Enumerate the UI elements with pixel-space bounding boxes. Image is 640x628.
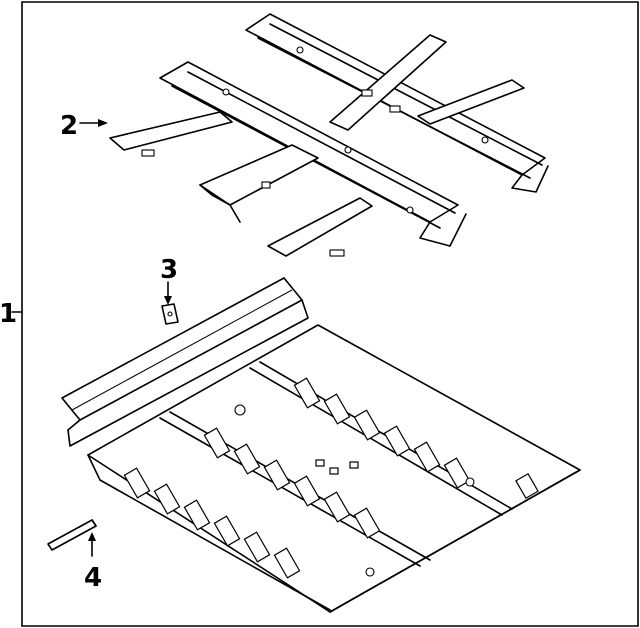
floor-pan-slots [123,377,539,579]
callout-2: 2 [60,111,78,141]
floor-side-sill [61,277,309,447]
callout-4: 4 [84,563,102,593]
callout-leaders [79,119,172,557]
clip-nut [161,303,179,325]
floor-pan-panel [87,324,581,613]
diagram-frame [11,1,639,627]
callout-1: 1 [0,299,17,329]
floor-crossmember-frame [109,13,549,257]
floor-pin-bolt [47,519,97,551]
callout-3: 3 [160,255,178,285]
